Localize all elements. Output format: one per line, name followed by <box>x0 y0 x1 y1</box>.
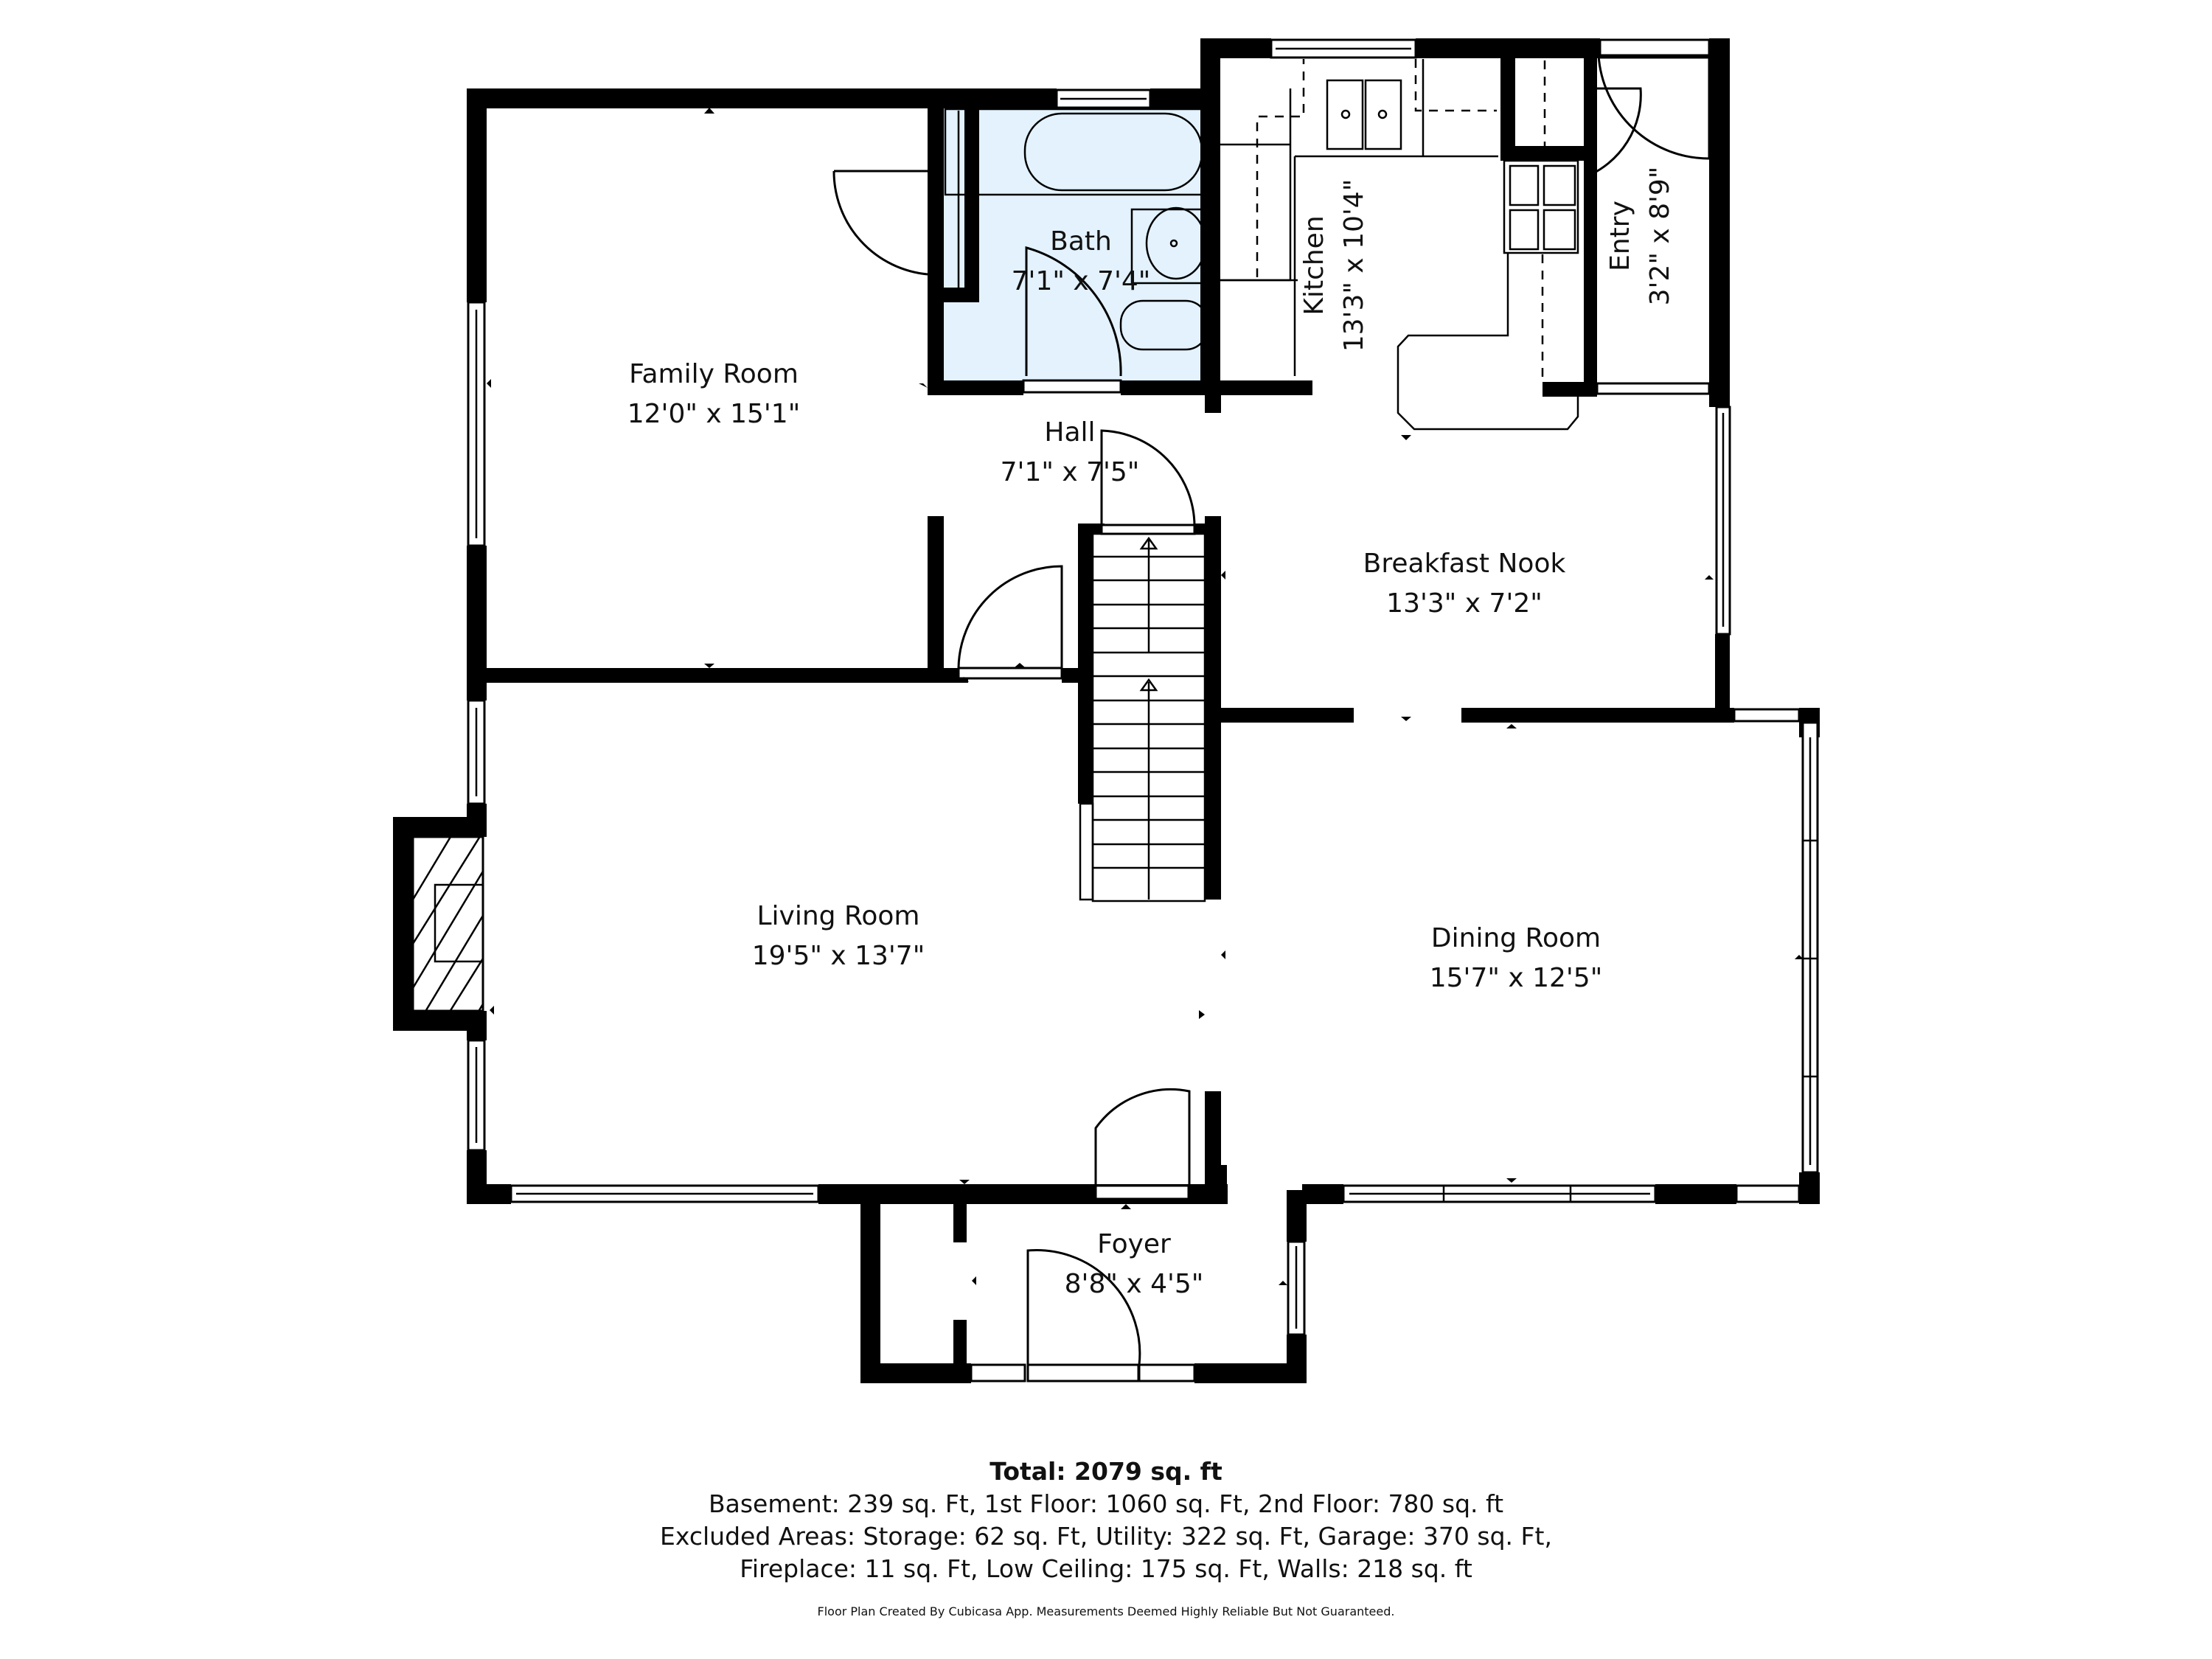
doors <box>832 54 1711 1382</box>
room-dims: 12'0" x 15'1" <box>627 399 801 429</box>
room-name: Hall <box>1044 417 1096 448</box>
room-dims: 8'8" x 4'5" <box>1064 1269 1204 1299</box>
room-foyer: Foyer 8'8" x 4'5" <box>1065 1225 1204 1304</box>
excluded-areas-cont: Fireplace: 11 sq. Ft, Low Ceiling: 175 s… <box>740 1554 1472 1583</box>
room-family-room: Family Room 12'0" x 15'1" <box>627 355 801 434</box>
wall-markers <box>487 108 1804 1285</box>
room-kitchen: Kitchen 13'3" x 10'4" <box>1295 179 1374 352</box>
bath-area <box>944 108 1209 380</box>
room-name: Bath <box>1050 226 1112 257</box>
walls <box>393 38 1820 1383</box>
room-breakfast-nook: Breakfast Nook 13'3" x 7'2" <box>1363 544 1566 624</box>
room-entry: Entry 3'2" x 8'9" <box>1601 167 1680 306</box>
room-name: Family Room <box>629 359 799 389</box>
room-name: Foyer <box>1097 1229 1171 1259</box>
room-dims: 7'1" x 7'5" <box>1000 457 1140 487</box>
room-dims: 13'3" x 10'4" <box>1339 178 1369 352</box>
room-bath: Bath 7'1" x 7'4" <box>1012 222 1151 302</box>
credit-note: Floor Plan Created By Cubicasa App. Meas… <box>817 1604 1395 1618</box>
room-name: Dining Room <box>1430 923 1601 953</box>
room-name: Kitchen <box>1299 215 1329 316</box>
fixtures <box>411 59 1579 1012</box>
room-dims: 3'2" x 8'9" <box>1645 166 1675 306</box>
room-name: Entry <box>1605 201 1635 271</box>
floor-areas: Basement: 239 sq. Ft, 1st Floor: 1060 sq… <box>708 1489 1504 1518</box>
room-dining-room: Dining Room 15'7" x 12'5" <box>1430 919 1603 998</box>
room-name: Living Room <box>757 901 920 931</box>
room-name: Breakfast Nook <box>1363 549 1566 579</box>
room-dims: 7'1" x 7'4" <box>1011 266 1151 296</box>
room-dims: 13'3" x 7'2" <box>1386 588 1543 619</box>
room-dims: 19'5" x 13'7" <box>751 941 925 971</box>
room-hall: Hall 7'1" x 7'5" <box>1001 413 1140 493</box>
room-dims: 15'7" x 12'5" <box>1429 963 1603 993</box>
total-area: Total: 2079 sq. ft <box>990 1457 1222 1486</box>
room-living-room: Living Room 19'5" x 13'7" <box>752 897 925 976</box>
excluded-areas: Excluded Areas: Storage: 62 sq. Ft, Util… <box>660 1522 1552 1551</box>
